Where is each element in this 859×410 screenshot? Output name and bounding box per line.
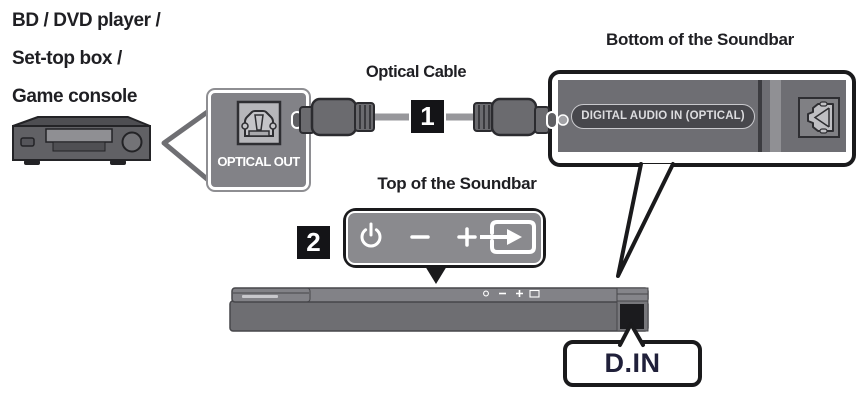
- soundbar-logo: [242, 295, 278, 298]
- source-device-label-line3: Game console: [12, 86, 138, 107]
- step-1-badge: 1: [411, 100, 444, 133]
- soundbar-top-panel-callout: [343, 208, 546, 268]
- soundbar-top-buttons: [483, 289, 540, 298]
- din-callout: D.IN: [563, 340, 702, 387]
- callout-tail-bottom-panel: [616, 162, 675, 278]
- panel-groove-dark: [758, 80, 762, 152]
- control-panel-icons: [360, 220, 536, 254]
- soundbar-bottom-panel-callout: DIGITAL AUDIO IN (OPTICAL): [548, 70, 856, 167]
- optical-out-label: OPTICAL OUT: [217, 154, 300, 169]
- soundbar-right-cap: [616, 287, 649, 332]
- soundbar-bottom-panel: DIGITAL AUDIO IN (OPTICAL): [558, 80, 846, 152]
- source-device-label-line2: Set-top box /: [12, 48, 122, 69]
- top-of-soundbar-label: Top of the Soundbar: [377, 174, 537, 193]
- source-icon: [529, 289, 540, 298]
- soundbar-left-cap: [231, 287, 311, 303]
- optical-cable-label: Optical Cable: [365, 63, 467, 81]
- cable-plug-right: [473, 97, 569, 137]
- step-2-badge: 2: [297, 226, 330, 259]
- disc-tray: [45, 128, 113, 143]
- cable-plug-left: [291, 97, 375, 137]
- power-icon: [360, 222, 382, 248]
- source-device-label-line1: BD / DVD player /: [12, 10, 161, 31]
- panel-groove-light: [770, 80, 781, 152]
- disc-tray-slot: [52, 141, 106, 152]
- player-indicator: [20, 137, 35, 147]
- soundbar-illustration: [229, 287, 649, 332]
- optical-jack-icon: [798, 97, 840, 138]
- callout-tail-top-panel: [425, 266, 447, 284]
- volume-up-icon: [457, 227, 477, 247]
- source-device-label: BD / DVD player / Set-top box / Game con…: [12, 2, 161, 116]
- volume-up-icon: [516, 290, 523, 297]
- bottom-of-soundbar-label: Bottom of the Soundbar: [606, 30, 794, 49]
- player-dial: [121, 131, 143, 153]
- digital-audio-in-label: DIGITAL AUDIO IN (OPTICAL): [571, 104, 755, 129]
- toslink-port-icon: [236, 100, 281, 146]
- power-icon: [483, 290, 489, 297]
- dvd-player-illustration: [12, 116, 151, 165]
- callout-tail-din: [618, 322, 645, 347]
- din-label: D.IN: [604, 348, 661, 378]
- optical-out-callout: OPTICAL OUT: [208, 90, 309, 190]
- callout-pointer-left: [161, 105, 216, 187]
- soundbar-top-panel: [348, 213, 541, 263]
- source-icon: [480, 220, 536, 254]
